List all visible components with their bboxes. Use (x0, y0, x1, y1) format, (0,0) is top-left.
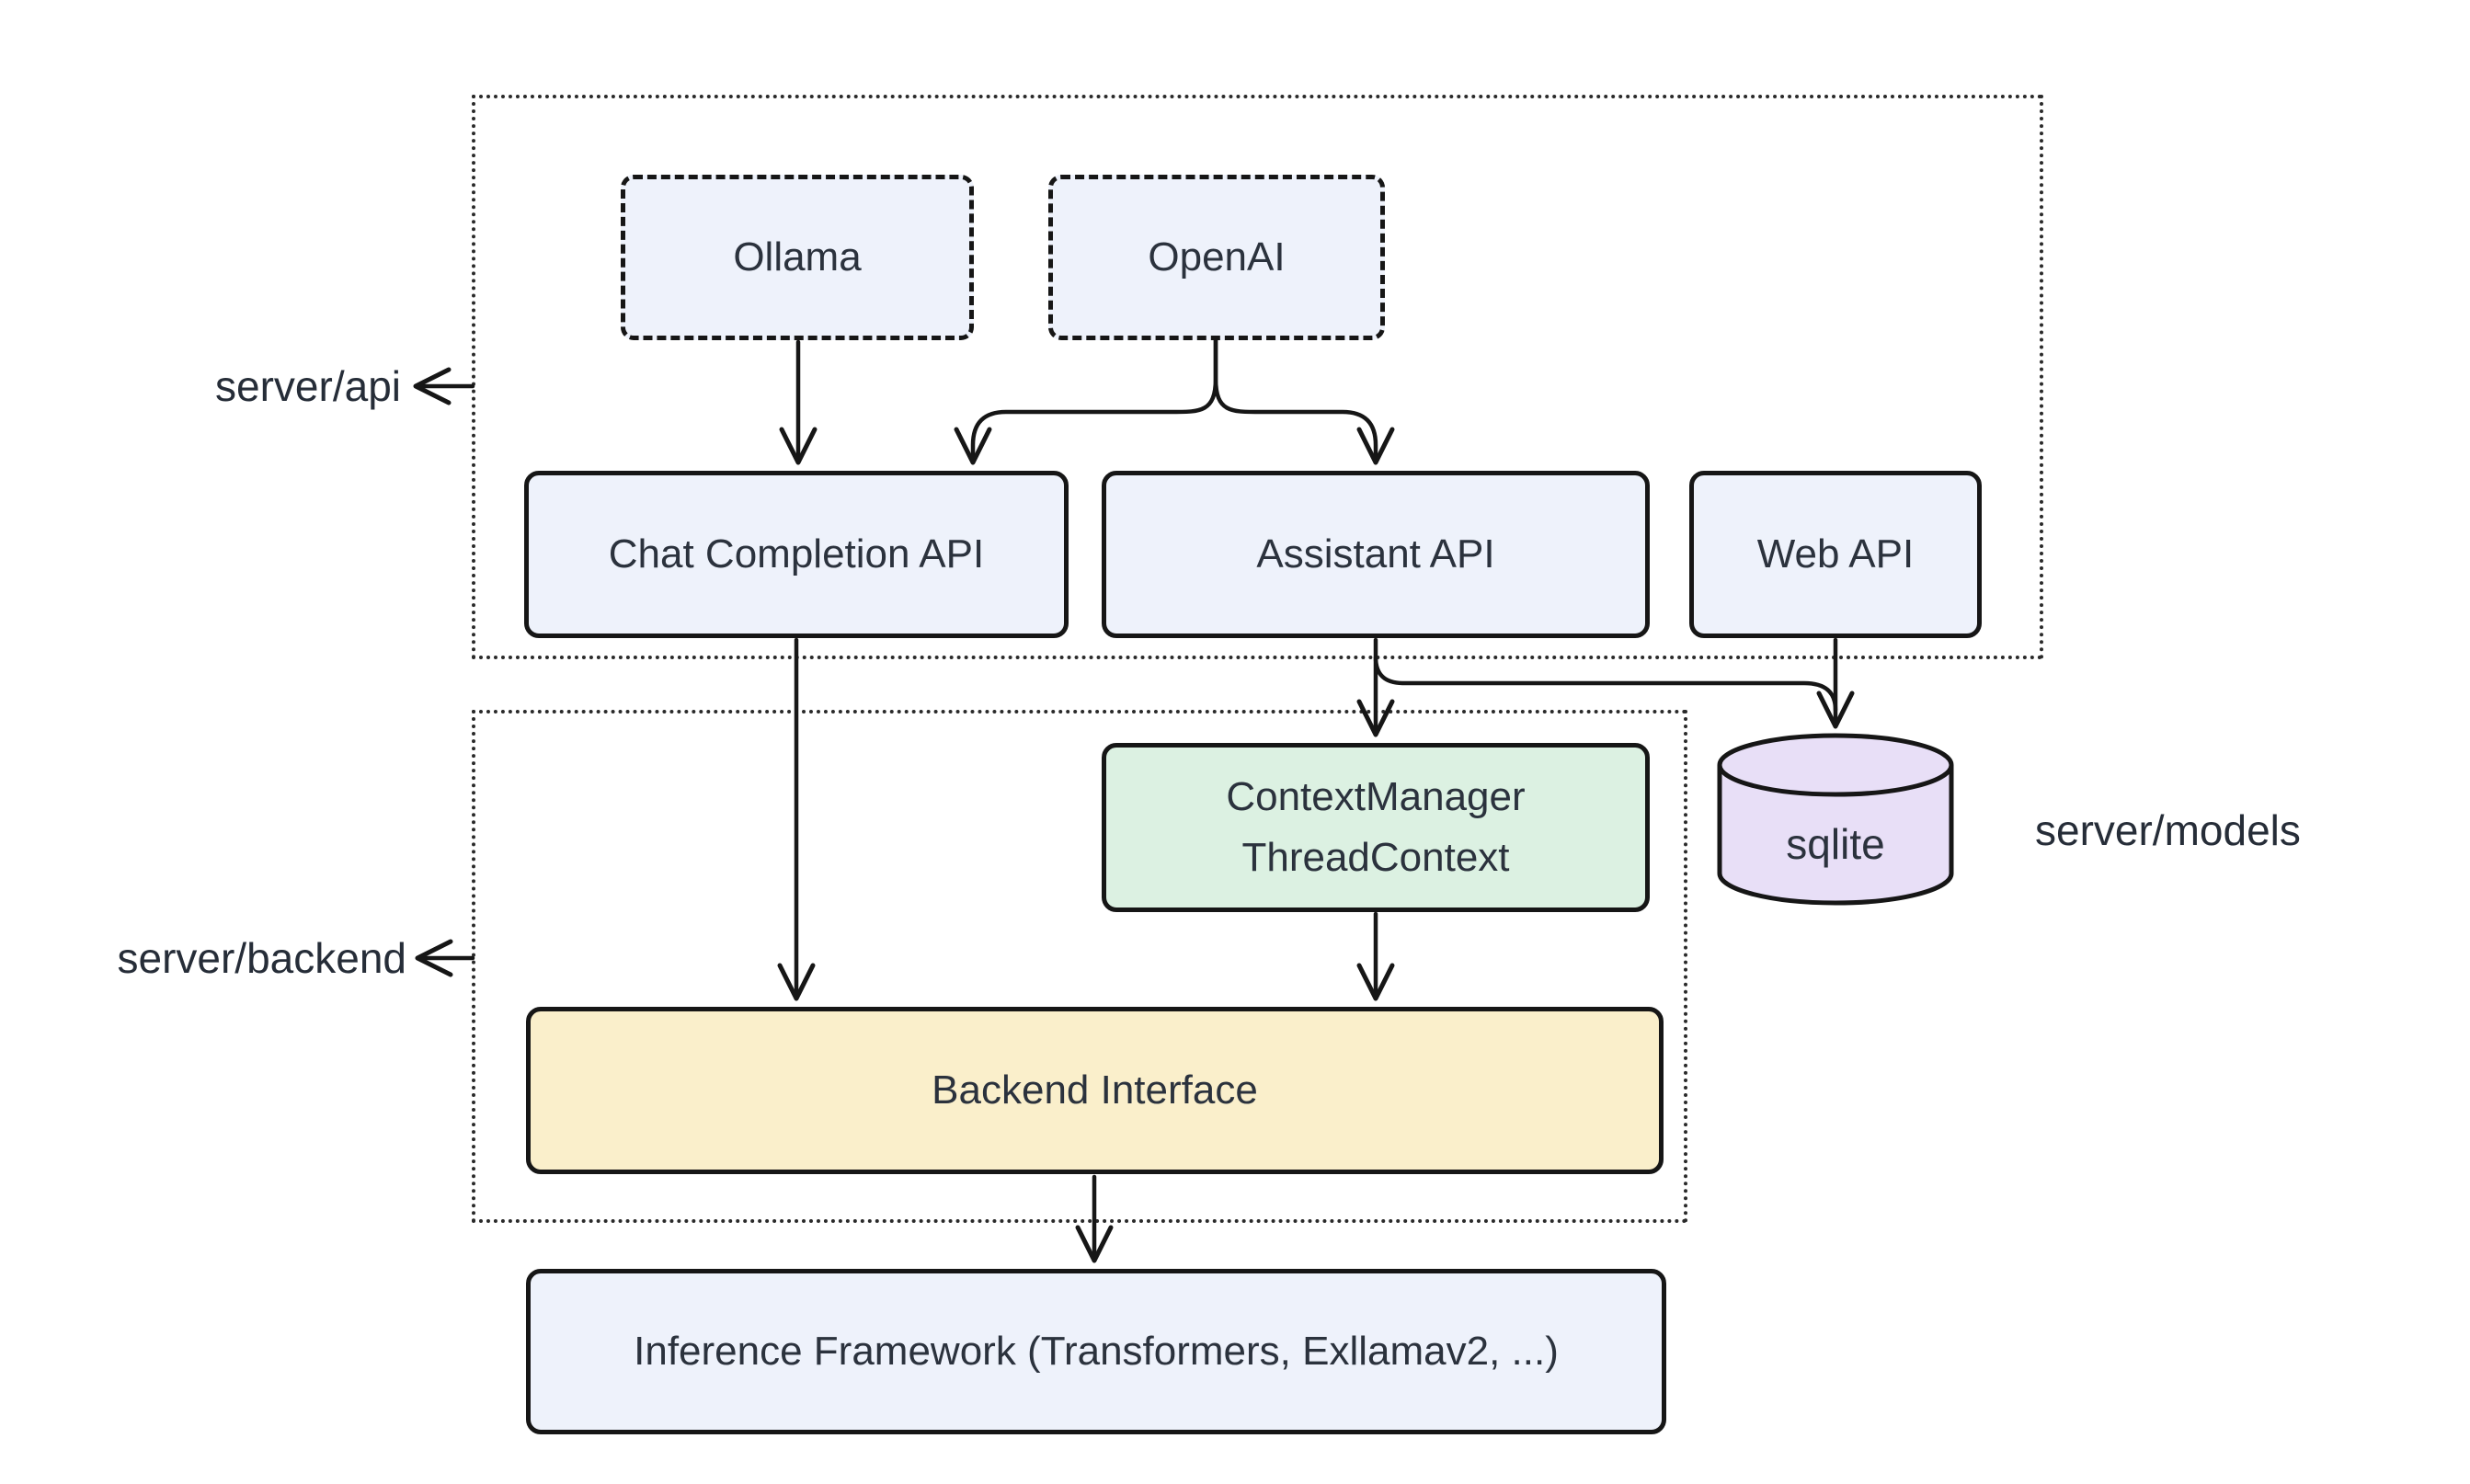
sqlite-cylinder-icon (1717, 733, 1954, 906)
server-api-label: server/api (215, 362, 401, 410)
node-assistant-api-label: Assistant API (1256, 531, 1495, 576)
server-backend-container (472, 710, 1687, 1223)
node-ollama-label: Ollama (733, 234, 862, 280)
server-models-label: server/models (2035, 806, 2301, 854)
node-ollama: Ollama (621, 175, 974, 340)
server-backend-label: server/backend (117, 934, 407, 982)
node-backend-interface-label: Backend Interface (932, 1067, 1258, 1113)
node-inference-framework: Inference Framework (Transformers, Exlla… (526, 1269, 1666, 1434)
node-sqlite-label: sqlite (1786, 820, 1885, 868)
node-context-manager-line2: ThreadContext (1241, 835, 1510, 880)
node-web-api-label: Web API (1756, 531, 1915, 576)
node-assistant-api: Assistant API (1102, 471, 1650, 638)
node-chat-completion-api: Chat Completion API (524, 471, 1069, 638)
node-inference-framework-label: Inference Framework (Transformers, Exlla… (634, 1329, 1559, 1374)
node-openai-label: OpenAI (1148, 234, 1286, 280)
node-chat-completion-api-label: Chat Completion API (608, 531, 985, 576)
node-context-manager-line1: ContextManager (1226, 774, 1526, 819)
node-web-api: Web API (1689, 471, 1982, 638)
node-context-manager: ContextManager ThreadContext (1102, 743, 1650, 912)
node-backend-interface: Backend Interface (526, 1007, 1664, 1174)
edge-assistant-to-sqlite (1373, 655, 1838, 713)
node-openai: OpenAI (1048, 175, 1385, 340)
server-api-container (472, 95, 2043, 659)
